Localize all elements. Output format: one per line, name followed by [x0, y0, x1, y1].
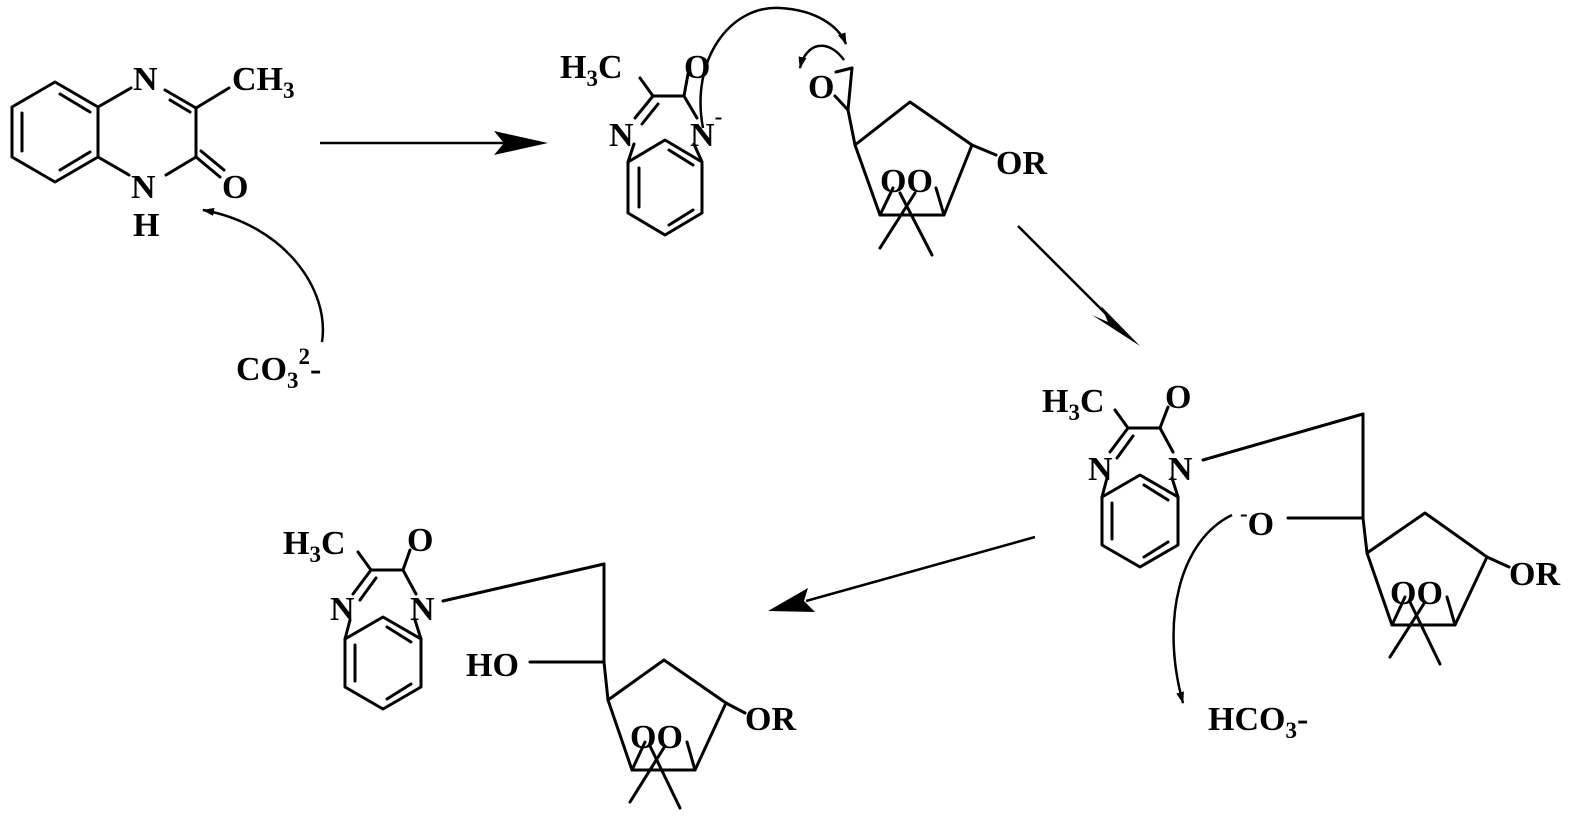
- atom-n: N: [1168, 451, 1193, 488]
- benzene-ring-3: [1100, 473, 1180, 569]
- methyl-label: H3C: [283, 525, 346, 567]
- product-molecule: H3C O N N HO OR OO: [283, 522, 796, 810]
- alkoxide-intermediate: H3C O N N -O OR OO HCO3-: [1042, 379, 1560, 743]
- benzene-ring-4: [343, 615, 423, 711]
- methyl-label: CH3: [232, 61, 295, 103]
- alkoxide-label: -O: [1240, 501, 1274, 543]
- atom-o: O: [407, 522, 433, 559]
- carbonate-base: CO32-: [202, 208, 325, 393]
- atom-n: N: [410, 591, 435, 628]
- reaction-arrow-3: [768, 535, 1036, 612]
- atom-o: O: [1165, 379, 1191, 416]
- dioxolane-label: OO: [880, 163, 933, 200]
- curved-arrow: [798, 44, 846, 69]
- atom-o: O: [808, 69, 834, 106]
- atom-n: N: [131, 169, 156, 206]
- or-label: OR: [996, 145, 1047, 182]
- atom-n: N: [1088, 451, 1113, 488]
- bicarbonate-label: HCO3-: [1208, 701, 1308, 743]
- reaction-arrow-1: [320, 131, 548, 155]
- curved-arrow: [699, 6, 848, 129]
- or-label: OR: [1509, 556, 1560, 593]
- epoxide-sugar: O OR OO: [798, 44, 1047, 257]
- benzene-ring-1: [10, 80, 100, 184]
- methyl-label: H3C: [1042, 383, 1105, 425]
- dioxolane-label: OO: [630, 719, 683, 756]
- pyrazinone-ring-1: [96, 86, 231, 179]
- atom-n: N: [330, 591, 355, 628]
- pyrazinone-ring-3: [1100, 405, 1180, 499]
- dioxolane-label: OO: [1390, 575, 1443, 612]
- quinoxalinone-anion: H3C N O N-: [560, 6, 848, 237]
- benzene-ring-2: [626, 138, 704, 237]
- methyl-label: H3C: [560, 49, 623, 91]
- or-label: OR: [745, 701, 796, 738]
- hydroxyl-label: HO: [466, 647, 519, 684]
- atom-o: O: [222, 169, 248, 206]
- quinoxalinone-molecule: N CH3 O N H: [10, 61, 295, 244]
- atom-n: N: [609, 117, 634, 154]
- pyrazinone-ring-2: [626, 72, 704, 164]
- curved-arrow: [1172, 513, 1233, 704]
- atom-n: N: [133, 61, 158, 98]
- carbonate-label: CO32-: [236, 344, 321, 393]
- atom-h: H: [133, 207, 159, 244]
- curved-arrow: [202, 208, 325, 343]
- pyrazinone-ring-4: [343, 548, 423, 641]
- reaction-arrow-2: [1017, 225, 1140, 346]
